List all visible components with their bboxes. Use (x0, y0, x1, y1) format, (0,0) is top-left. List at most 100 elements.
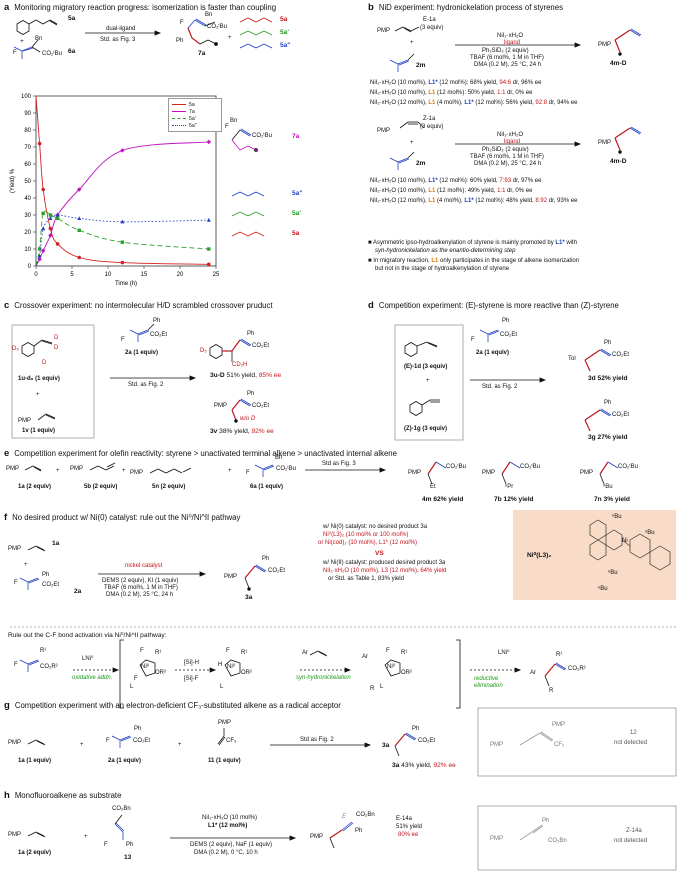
group-label: ⁿBu (608, 570, 618, 576)
atom-label: Ph (355, 828, 363, 834)
condition: Std. as Fig. 2 (482, 384, 518, 390)
compound-label: 5a' (280, 29, 289, 36)
atom-label: OR² (155, 670, 166, 676)
result-row: NiI₂·xH₂O (12 mol%), L1 (4 mol%), L1* (1… (370, 100, 578, 106)
arrow-label: Std. as Fig. 3 (100, 37, 136, 43)
substrate-label: 5b (2 equiv) (84, 484, 118, 490)
data-point (41, 226, 46, 231)
atom-label: Ph (153, 318, 161, 324)
compound-label: Z-14a (626, 828, 642, 834)
atom-label: R¹ (556, 652, 563, 658)
data-point (55, 242, 60, 246)
condition: Std. as Fig. 2 (128, 382, 164, 388)
group-label: PMP (214, 403, 228, 409)
result-line: Ni⁰(L3)₂ (10 mol% or 100 mol%) (323, 532, 409, 538)
group-label: PMP (8, 832, 22, 838)
plus-sign: + (80, 742, 84, 748)
atom-label: R (549, 688, 554, 694)
group-label: ⁿBu (612, 514, 622, 520)
versus-label: VS (375, 550, 384, 557)
atom-label: L (130, 684, 134, 690)
substrate-equiv: (3 equiv) (420, 25, 444, 31)
atom-label: Ph (126, 842, 134, 848)
reagent-label: [Si]-H (184, 660, 199, 666)
result-row: NiI₂·xH₂O (10 mol%), L1 (12 mol%): 50% y… (370, 90, 533, 96)
y-axis-label: (Yield) % (10, 168, 16, 193)
atom-label: R¹ (401, 650, 408, 656)
compound-label: 3a (382, 742, 390, 749)
reagent-label: LNi⁰ (498, 650, 510, 656)
substrate-label: Z-1a (423, 116, 436, 122)
arrow-label: dual-ligand (106, 26, 136, 32)
catalyst-label: nickel catalyst (125, 563, 163, 569)
note-2: ■ In migratory reaction, L1 only partici… (368, 258, 580, 264)
group-label: PMP (377, 128, 391, 134)
note-1: ■ Asymmetric ipso-hydroalkenylation of s… (368, 240, 578, 246)
substrate-label: 1a (2 equiv) (18, 850, 52, 856)
data-point (120, 219, 125, 224)
atom-label: Niᴵᴵ (227, 664, 235, 670)
ligand-label: ligand (504, 40, 521, 46)
product-result: 7n 3% yield (594, 496, 630, 503)
atom-label: H (218, 662, 223, 668)
atom-label: CO₂Et (42, 582, 59, 588)
data-point (120, 148, 125, 153)
series-line-5a' (35, 210, 209, 267)
group-label: PMP (224, 574, 238, 580)
compound-label: 4m-D (610, 158, 627, 165)
atom-label: CO₂Et (252, 343, 269, 349)
atom-label: CO₂Et (612, 412, 629, 418)
product-result: 51% yield (396, 824, 423, 830)
product-result: 7b 12% yield (494, 496, 534, 503)
atom-label: F (386, 648, 390, 654)
atom-label: F (134, 676, 138, 682)
compound-label: 4m-D (610, 60, 627, 67)
condition: L1* (12 mol%) (208, 823, 248, 829)
legend-label: 5a'' (189, 122, 197, 129)
plus-sign: + (84, 834, 88, 840)
atom-label: Ar (362, 654, 368, 660)
data-point (48, 233, 53, 238)
substrate-label: 1a (2 equiv) (18, 484, 52, 490)
data-point (41, 248, 46, 253)
condition: Std as Fig. 3 (322, 461, 356, 467)
atom-label: CO₂R² (568, 666, 586, 672)
data-point (207, 262, 211, 267)
compound-label: 5a' (292, 210, 301, 217)
legend-swatch (172, 104, 186, 105)
group-label: PMP (552, 722, 566, 728)
y-tick-label: 0 (28, 264, 32, 270)
substrate-label: 1a (1 equiv) (18, 758, 52, 764)
data-point (77, 216, 82, 220)
y-tick-label: 60 (24, 162, 31, 168)
condition: DMA (0.2 M), 25 °C, 24 h (106, 592, 174, 598)
condition: Ph₂SiD₂ (2 equiv) (482, 48, 529, 54)
condition: DMA (0.2 M), 25 °C, 24 h (474, 161, 542, 167)
group-label: CF₂ (554, 742, 565, 748)
compound-label: 5a (280, 16, 288, 23)
atom-label: CO₂R² (40, 664, 58, 670)
atom-label: Niᴵᴵ (387, 664, 395, 670)
atom-label: CO₂ᵗBu (207, 24, 227, 30)
group-label: PMP (580, 470, 594, 476)
plus-sign: + (228, 468, 232, 474)
atom-label: Ph (176, 38, 184, 44)
product-result: 80% ee (398, 832, 419, 838)
compound-label: 5a'' (292, 190, 303, 197)
group-label: PMP (6, 466, 20, 472)
atom-label: Niᴵᴵ (141, 664, 149, 670)
data-point (41, 187, 45, 192)
isotope-label: D (54, 345, 59, 351)
y-tick-label: 50 (24, 179, 31, 185)
reagent-label: [Si]-F (184, 676, 199, 682)
group-label: PMP (482, 470, 496, 476)
mechanism-title: Rule out the C-F bond activation via Ni⁰… (8, 632, 167, 639)
compound-label: 6a (68, 48, 76, 55)
atom-label: CO₂Bn (112, 806, 131, 812)
atom-label: CO₂ᵗBu (276, 466, 296, 472)
